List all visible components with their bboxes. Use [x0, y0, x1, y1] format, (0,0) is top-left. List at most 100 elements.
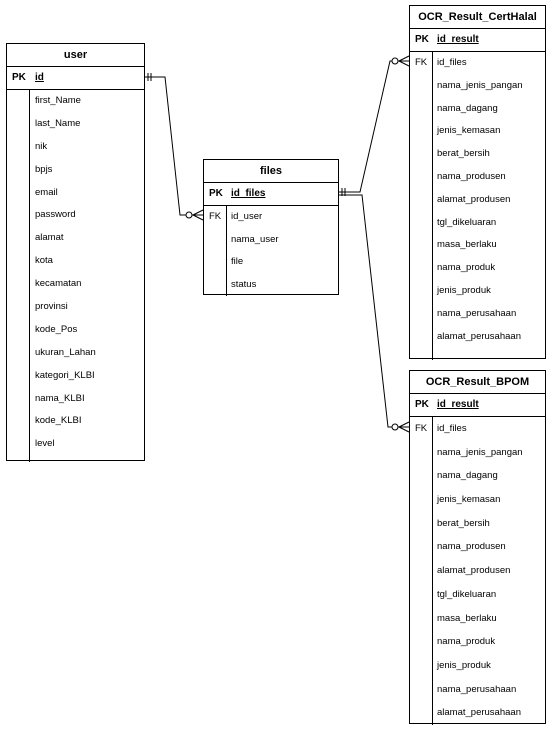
fk-label: FK	[209, 211, 222, 222]
field-row: berat_bersih	[410, 512, 545, 536]
field-row: nama_dagang	[410, 98, 545, 121]
field-row: nama_KLBI	[7, 388, 144, 411]
field-name: nama_user	[231, 233, 279, 245]
field-name: nama_perusahaan	[437, 683, 517, 695]
fk-label: FK	[415, 57, 428, 68]
primary-key-row: PK id_files	[204, 183, 338, 206]
field-name: jenis_kemasan	[437, 125, 501, 137]
column-divider	[432, 417, 433, 725]
field-row: status	[204, 274, 338, 297]
field-row: alamat	[7, 227, 144, 250]
field-name: kecamatan	[35, 278, 82, 290]
field-row: nama_jenis_pangan	[410, 75, 545, 98]
field-name: ukuran_Lahan	[35, 346, 96, 358]
field-row: nik	[7, 136, 144, 159]
primary-key-row: PK id_result	[410, 394, 545, 417]
field-row: nama_produk	[410, 630, 545, 654]
field-name: nama_KLBI	[35, 392, 85, 404]
field-row: masa_berlaku	[410, 607, 545, 631]
field-name: kode_KLBI	[35, 415, 82, 427]
field-name: nama_jenis_pangan	[437, 79, 523, 91]
field-row: kode_KLBI	[7, 410, 144, 433]
field-row: FK id_user	[204, 206, 338, 229]
field-name: alamat_perusahaan	[437, 330, 521, 342]
field-name: id_files	[437, 57, 467, 68]
field-name: alamat_produsen	[437, 193, 511, 205]
field-name: email	[35, 186, 58, 198]
field-row: nama_produsen	[410, 166, 545, 189]
field-row: alamat_perusahaan	[410, 326, 545, 349]
field-name: nama_dagang	[437, 102, 498, 114]
field-name: jenis_produk	[437, 284, 491, 296]
pk-field: id_files	[231, 188, 266, 199]
field-name: masa_berlaku	[437, 612, 497, 624]
relation-files-bpom	[339, 194, 409, 428]
entity-title: files	[204, 160, 338, 183]
field-row: first_Name	[7, 90, 144, 113]
field-name: id_user	[231, 211, 263, 222]
field-row: nama_produk	[410, 257, 545, 280]
field-name: provinsi	[35, 301, 68, 313]
pk-label: PK	[209, 188, 223, 199]
field-name: kota	[35, 255, 53, 267]
field-name: nama_perusahaan	[437, 307, 517, 319]
field-name: nama_dagang	[437, 470, 498, 482]
field-name: level	[35, 438, 55, 450]
pk-label: PK	[415, 399, 429, 410]
field-name: nama_produsen	[437, 170, 506, 182]
pk-label: PK	[12, 72, 26, 83]
pk-field: id_result	[437, 399, 479, 410]
field-name: berat_bersih	[437, 148, 490, 160]
field-row: FK id_files	[410, 417, 545, 441]
field-row: jenis_produk	[410, 280, 545, 303]
field-name: status	[231, 278, 257, 290]
field-name: tgl_dikeluaran	[437, 588, 497, 600]
field-name: kode_Pos	[35, 323, 78, 335]
pk-field: id_result	[437, 34, 479, 45]
primary-key-row: PK id	[7, 67, 144, 90]
field-row: password	[7, 204, 144, 227]
field-name: id_files	[437, 423, 467, 434]
pk-label: PK	[415, 34, 429, 45]
field-row: last_Name	[7, 113, 144, 136]
field-name: nama_produk	[437, 636, 496, 648]
field-row: alamat_produsen	[410, 559, 545, 583]
field-name: alamat_produsen	[437, 565, 511, 577]
field-name: nama_produsen	[437, 541, 506, 553]
field-row: bpjs	[7, 159, 144, 182]
field-name: file	[231, 256, 244, 267]
field-row: jenis_kemasan	[410, 120, 545, 143]
field-row: alamat_produsen	[410, 189, 545, 212]
field-name: nama_produk	[437, 262, 496, 274]
field-name: first_Name	[35, 95, 81, 106]
field-row: nama_perusahaan	[410, 678, 545, 702]
field-row: nama_jenis_pangan	[410, 441, 545, 465]
field-row: file	[204, 251, 338, 274]
field-row: nama_perusahaan	[410, 303, 545, 326]
field-name: alamat	[35, 232, 64, 244]
field-name: jenis_kemasan	[437, 494, 501, 506]
field-name: bpjs	[35, 163, 53, 175]
field-row: level	[7, 433, 144, 456]
field-name: masa_berlaku	[437, 239, 497, 251]
field-row: provinsi	[7, 296, 144, 319]
field-row: tgl_dikeluaran	[410, 583, 545, 607]
field-name: berat_bersih	[437, 517, 490, 529]
field-name: password	[35, 209, 76, 221]
field-row: kota	[7, 250, 144, 273]
entity-title: OCR_Result_BPOM	[410, 371, 545, 394]
field-row: alamat_perusahaan	[410, 701, 545, 725]
field-row: berat_bersih	[410, 143, 545, 166]
field-row: jenis_produk	[410, 654, 545, 678]
field-row: kode_Pos	[7, 319, 144, 342]
fk-label: FK	[415, 423, 428, 434]
field-row: tgl_dikeluaran	[410, 212, 545, 235]
field-row: kategori_KLBI	[7, 365, 144, 388]
field-row: nama_dagang	[410, 464, 545, 488]
